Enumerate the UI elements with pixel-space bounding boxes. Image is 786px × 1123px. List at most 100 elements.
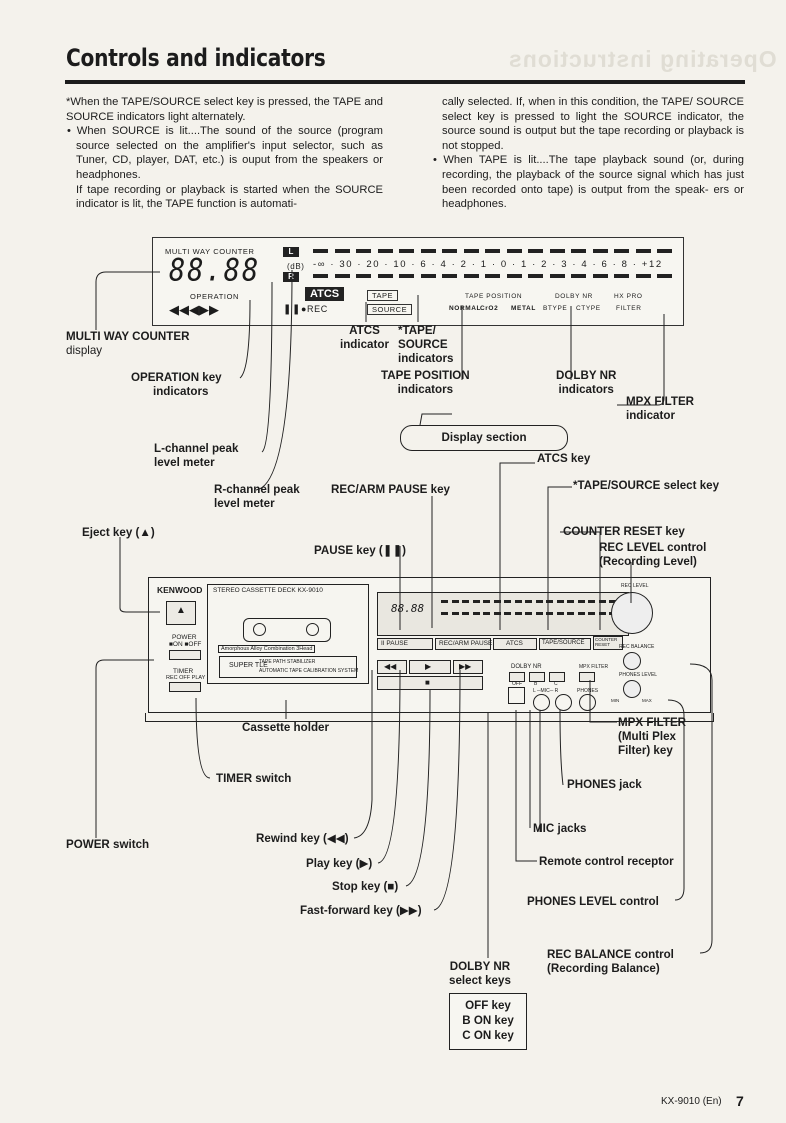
pause-button-label: II PAUSE <box>381 640 408 647</box>
power-button[interactable] <box>169 650 201 660</box>
meter-segment <box>356 249 371 253</box>
label-play-key: Play key (▶) <box>306 857 373 870</box>
rec-arm-pause-label: REC/ARM PAUSE <box>439 640 493 647</box>
deck-meter-segment <box>556 600 564 603</box>
phones-level-min: MIN <box>611 698 620 703</box>
dolby-off-button[interactable] <box>509 672 525 682</box>
label-mpx-filter-indicator: MPX FILTER indicator <box>626 395 695 423</box>
deck-meter-segment <box>598 612 606 615</box>
label-stop-key: Stop key (■) <box>332 880 399 893</box>
tape-source-button-label: TAPE/SOURCE <box>542 640 585 646</box>
deck-meter-segment <box>472 600 480 603</box>
dolby-nr-caption: DOLBY NR <box>511 664 542 670</box>
dolby-nr-caption: DOLBY NR <box>555 293 593 300</box>
pause-button[interactable] <box>377 638 433 650</box>
reel-right-icon <box>306 623 319 636</box>
dolby-c-button[interactable] <box>549 672 565 682</box>
dolby-off-label: OFF <box>512 681 522 687</box>
meter-segment <box>614 249 629 253</box>
page-title: Controls and indicators <box>66 44 326 72</box>
dolby-ctype: CTYPE <box>576 305 601 312</box>
tape-position-normal: NORMAL <box>449 305 482 312</box>
mic-jack-left[interactable] <box>533 694 550 711</box>
eject-button[interactable] <box>166 601 196 625</box>
rec-level-knob[interactable] <box>611 592 653 634</box>
phones-level-caption: PHONES LEVEL <box>619 672 658 678</box>
filter-indicator: FILTER <box>616 305 642 312</box>
brand-logo: KENWOOD <box>157 585 203 595</box>
label-atcs-indicator: ATCS indicator <box>340 324 389 352</box>
atcs-button[interactable] <box>493 638 537 650</box>
cassette-holder[interactable] <box>207 584 369 684</box>
deck-meter-segment <box>588 612 595 615</box>
power-caption: POWER <box>172 634 197 641</box>
tape-source-button[interactable] <box>539 638 591 650</box>
dolby-b-button[interactable] <box>529 672 545 682</box>
deck-meter-segment <box>462 600 469 603</box>
label-mpx-filter-key: MPX FILTER (Multi Plex Filter) key <box>618 716 687 758</box>
label-multi-way-counter: MULTI WAY COUNTER display <box>66 330 190 358</box>
deck-meter-segment <box>546 612 553 615</box>
meter-segment <box>463 274 479 278</box>
meter-segment <box>463 249 479 253</box>
intro-paragraph: cally selected. If, when in this conditi… <box>442 96 744 152</box>
label-tape-source-indicators: *TAPE/ SOURCE indicators <box>398 324 454 366</box>
db-scale: -∞ · 30 · 20 · 10 · 6 · 4 · 2 · 1 · 0 · … <box>313 259 663 270</box>
meter-segment <box>549 249 565 253</box>
meter-segment <box>420 274 436 278</box>
mic-jack-right[interactable] <box>555 694 572 711</box>
deck-meter-segment <box>525 600 532 603</box>
deck-meter-segment <box>493 600 501 603</box>
cassette-window <box>243 618 331 642</box>
counter-reset-button[interactable] <box>593 636 623 650</box>
label-l-channel-meter: L-channel peak level meter <box>154 442 239 470</box>
super-tle-plate <box>219 656 357 678</box>
deck-meter-segment <box>556 612 564 615</box>
stop-button[interactable] <box>377 676 483 690</box>
phones-level-knob[interactable] <box>623 680 641 698</box>
meter-segment <box>442 249 457 253</box>
meter-segment <box>356 274 371 278</box>
intro-column-right: cally selected. If, when in this conditi… <box>432 95 744 212</box>
multi-way-counter-caption: MULTI WAY COUNTER <box>165 247 255 256</box>
deck-meter-segment <box>577 600 585 603</box>
fast-forward-button[interactable] <box>453 660 483 674</box>
meter-segment <box>313 249 328 253</box>
deck-counter-digits: 88.88 <box>391 602 425 615</box>
label-remote-receptor: Remote control receptor <box>539 855 674 868</box>
rec-arm-pause-button[interactable] <box>435 638 491 650</box>
phones-jack[interactable] <box>579 694 596 711</box>
deck-meter-segment <box>609 600 616 603</box>
counter-reset-label: COUNTER RESET <box>595 637 618 647</box>
intro-bullet-tape: • When TAPE is lit....The tape playback … <box>433 154 744 211</box>
operation-arrows-icon: ◀◀◀▶▶ <box>169 302 219 317</box>
play-icon: ▶ <box>425 662 432 671</box>
fast-forward-icon: ▶▶ <box>459 662 472 671</box>
meter-segment <box>399 249 414 253</box>
deck-meter-segment <box>483 612 490 615</box>
deck-meter-segment <box>451 600 459 603</box>
meter-segment <box>377 249 393 253</box>
deck-meter-segment <box>472 612 480 615</box>
operation-caption: OPERATION <box>190 292 240 301</box>
tape-position-caption: TAPE POSITION <box>465 293 523 300</box>
label-phones-level: PHONES LEVEL control <box>527 895 659 908</box>
cassette-deck-illustration: KENWOOD ▲ POWER ■ON ■OFF TIMER REC OFF P… <box>148 577 711 713</box>
l-channel-chip: L <box>283 247 299 257</box>
rec-balance-knob[interactable] <box>623 652 641 670</box>
deck-meter-segment <box>546 600 553 603</box>
meter-segment <box>485 274 500 278</box>
meter-segment <box>485 249 500 253</box>
phones-caption: PHONES <box>577 688 599 694</box>
counter-digits: 88.88 <box>169 252 261 289</box>
meter-segment <box>592 249 608 253</box>
deck-meter-segment <box>514 612 522 615</box>
label-dolby-nr-indicators: DOLBY NR indicators <box>556 369 617 397</box>
mpx-filter-button[interactable] <box>579 672 595 682</box>
label-tape-position: TAPE POSITION indicators <box>381 369 470 397</box>
timer-switch[interactable] <box>169 682 201 692</box>
meter-segment <box>377 274 393 278</box>
tape-indicator: TAPE <box>367 290 399 301</box>
mic-caption: L ─MIC─ R <box>533 688 559 694</box>
